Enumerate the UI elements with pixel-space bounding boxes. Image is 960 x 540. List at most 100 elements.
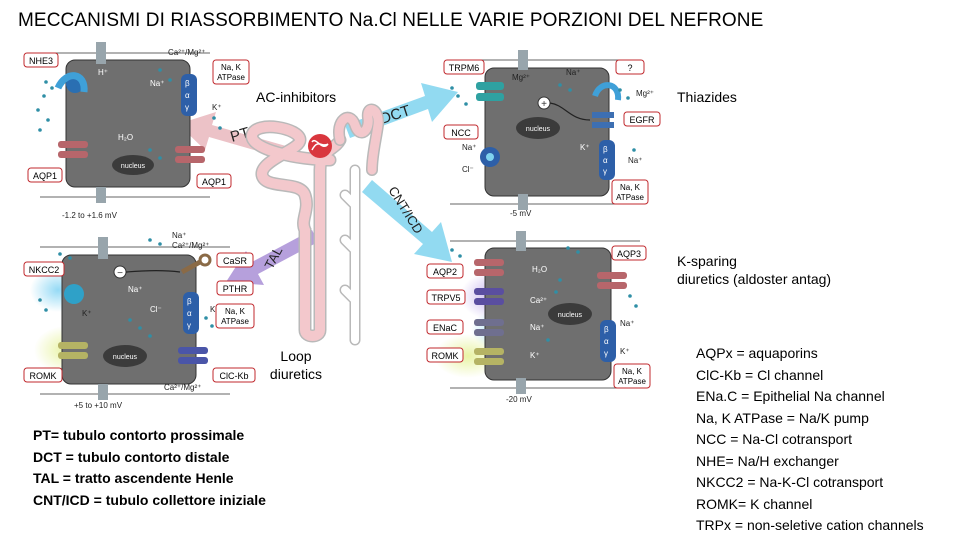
- arrow-cnt: [362, 180, 452, 262]
- legend-item: ClC-Kb = Cl channel: [696, 366, 824, 383]
- tal-label-atpase-1: Na, K: [225, 307, 246, 316]
- svg-text:α: α: [185, 91, 190, 100]
- pt-cell-body: [65, 59, 191, 188]
- nephron-tubule: [245, 103, 385, 346]
- arrow-tal: [226, 230, 318, 285]
- cnt-nucleus: nucleus: [558, 312, 583, 319]
- tal-ion-k-right: K⁺: [210, 305, 220, 314]
- svg-text:γ: γ: [603, 167, 607, 176]
- dct-ion-na-right: Na⁺: [628, 156, 642, 165]
- pt-voltage: -1.2 to +1.6 mV: [62, 211, 118, 220]
- note-ksparing: K-sparing diuretics (aldoster antag): [677, 252, 831, 288]
- legend-item: ROMK= K channel: [696, 495, 813, 512]
- pt-label-aqp1-right: AQP1: [202, 177, 226, 187]
- pt-label-aqp1-left: AQP1: [33, 171, 57, 181]
- svg-text:α: α: [187, 309, 192, 318]
- note-loop-line1: Loop: [280, 348, 312, 364]
- page-title: MECCANISMI DI RIASSORBIMENTO Na.Cl NELLE…: [18, 10, 764, 31]
- svg-text:α: α: [604, 337, 609, 346]
- abbr-item: CNT/ICD = tubulo collettore iniziale: [33, 491, 266, 508]
- tal-ion-na-top: Na⁺: [172, 231, 186, 240]
- pt-ion-ca-mg: Ca²⁺/Mg²⁺: [168, 48, 205, 57]
- note-ksparing-line2: diuretics (aldoster antag): [677, 271, 832, 287]
- svg-text:β: β: [604, 325, 609, 334]
- dct-label-ncc: NCC: [451, 128, 471, 138]
- note-ac-inhibitors: AC-inhibitors: [256, 89, 337, 105]
- dct-label-atpase-2: ATPase: [616, 193, 644, 202]
- dct-voltage: -5 mV: [510, 209, 532, 218]
- cnt-label-atpase-2: ATPase: [618, 377, 646, 386]
- tal-label-nkcc2: NKCC2: [29, 265, 60, 275]
- tal-ion-na: Na⁺: [128, 285, 142, 294]
- dct-label-atpase-1: Na, K: [620, 183, 641, 192]
- abbreviation-list: PT= tubulo contorto prossimale DCT = tub…: [33, 425, 266, 511]
- svg-text:γ: γ: [187, 321, 191, 330]
- cnt-ion-ca: Ca²⁺: [530, 296, 547, 305]
- tal-nucleus: nucleus: [113, 354, 138, 361]
- tal-label-romk: ROMK: [30, 371, 57, 381]
- cnt-label-aqp2: AQP2: [433, 267, 457, 277]
- cnt-ion-h2o: H₂O: [532, 265, 547, 274]
- svg-text:β: β: [185, 79, 190, 88]
- legend-item: NHE= Na/H exchanger: [696, 452, 839, 469]
- pt-label-atpase-1: Na, K: [221, 63, 242, 72]
- pt-ion-k: K⁺: [212, 103, 222, 112]
- cnt-ion-k-right: K⁺: [620, 347, 630, 356]
- svg-text:β: β: [187, 297, 192, 306]
- legend-item: NCC = Na-Cl cotransport: [696, 431, 852, 447]
- legend-item: NKCC2 = Na-K-Cl cotransport: [696, 474, 884, 490]
- dct-ion-na-left: Na⁺: [462, 143, 476, 152]
- legend-item: TRPx = non-seletive cation channels: [696, 517, 924, 533]
- dct-ion-na-top: Na⁺: [566, 68, 580, 77]
- dct-ion-mg-right: Mg²⁺: [636, 89, 654, 98]
- legend-list: AQPx = aquaporins ClC-Kb = Cl channel EN…: [696, 343, 924, 537]
- dct-nucleus: nucleus: [526, 126, 551, 133]
- tal-cell-panel: β α γ − nucleus Na⁺ Ca²⁺/Mg²⁺ Na⁺ K⁺ Cl⁻…: [23, 231, 256, 410]
- tal-voltage: +5 to +10 mV: [74, 401, 123, 410]
- svg-text:α: α: [603, 156, 608, 165]
- note-ksparing-line1: K-sparing: [677, 253, 737, 269]
- legend-item: Na, K ATPase = Na/K pump: [696, 409, 869, 426]
- pt-ion-na: Na⁺: [150, 79, 164, 88]
- abbr-item: PT= tubulo contorto prossimale: [33, 427, 245, 443]
- tal-label-clckb: ClC-Kb: [219, 371, 248, 381]
- tal-label-pthr: PTHR: [223, 284, 248, 294]
- note-thiazides: Thiazides: [677, 89, 737, 105]
- dct-label-unknown: ?: [627, 63, 632, 73]
- svg-text:γ: γ: [185, 103, 189, 112]
- tal-ion-cl: Cl⁻: [150, 305, 162, 314]
- dct-label-egfr: EGFR: [629, 115, 655, 125]
- tal-ion-ca-mg-bottom: Ca²⁺/Mg²⁺: [164, 383, 201, 392]
- cnt-voltage: -20 mV: [506, 395, 532, 404]
- pt-nucleus: nucleus: [121, 163, 146, 170]
- cnt-label-romk: ROMK: [432, 351, 459, 361]
- cnt-label-aqp3: AQP3: [617, 249, 641, 259]
- label-pt: PT: [228, 124, 251, 146]
- tal-label-casr: CaSR: [223, 256, 248, 266]
- svg-text:+: +: [541, 99, 547, 110]
- tal-ion-ca-mg: Ca²⁺/Mg²⁺: [172, 241, 209, 250]
- legend-item: AQPx = aquaporins: [696, 345, 818, 361]
- pt-label-nhe3: NHE3: [29, 56, 53, 66]
- dct-ion-mg: Mg²⁺: [512, 73, 530, 82]
- tal-ion-k: K⁺: [82, 309, 92, 318]
- dct-cell-panel: β α γ nucleus + Mg²⁺ Na⁺ Mg²⁺ Na⁺ Cl⁻ K⁺…: [443, 50, 661, 218]
- cnt-cell-panel: β α γ nucleus H₂O Ca²⁺ Na⁺ K⁺ Na⁺ K⁺ AQP…: [426, 231, 651, 404]
- cnt-label-atpase-1: Na, K: [622, 367, 643, 376]
- abbr-item: DCT = tubulo contorto distale: [33, 448, 230, 465]
- note-loop: Loop diuretics: [267, 347, 325, 383]
- svg-text:β: β: [603, 145, 608, 154]
- abbr-item: TAL = tratto ascendente Henle: [33, 470, 234, 486]
- note-loop-line2: diuretics: [269, 366, 323, 382]
- tal-label-atpase-2: ATPase: [221, 317, 249, 326]
- cnt-ion-na-right: Na⁺: [620, 319, 634, 328]
- dct-label-trpm6: TRPM6: [449, 63, 480, 73]
- svg-text:γ: γ: [604, 349, 608, 358]
- cnt-ion-na: Na⁺: [530, 323, 544, 332]
- dct-ion-k: K⁺: [580, 143, 590, 152]
- dct-ion-cl: Cl⁻: [462, 165, 474, 174]
- cnt-label-trpv5: TRPV5: [431, 293, 460, 303]
- pt-ion-h: H⁺: [98, 68, 108, 77]
- pt-cell-panel: β α γ nucleus Ca²⁺/Mg²⁺ H⁺ Na⁺ K⁺ H₂O NH…: [23, 42, 250, 220]
